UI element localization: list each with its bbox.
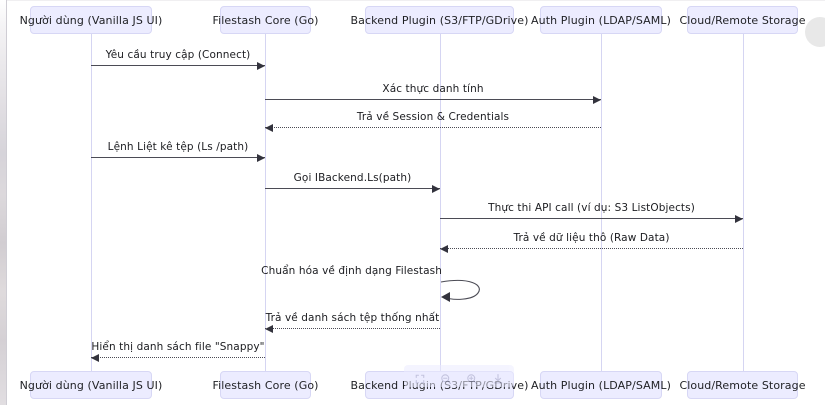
participant-auth-top[interactable]: Auth Plugin (LDAP/SAML) — [531, 6, 671, 34]
lifeline-cloud — [743, 34, 744, 371]
lifeline-core — [265, 34, 266, 371]
message-line — [265, 328, 440, 329]
participant-cloud-bottom[interactable]: Cloud/Remote Storage — [679, 371, 805, 399]
participant-core-top[interactable]: Filestash Core (Go) — [212, 6, 318, 34]
message-line — [91, 157, 265, 158]
message-arrowhead — [432, 184, 440, 193]
message-line — [91, 65, 265, 66]
zoom-out-icon[interactable] — [440, 370, 452, 385]
message-label: Thực thi API call (ví dụ: S3 ListObjects… — [488, 202, 695, 214]
message-label: Chuẩn hóa về định dạng Filestash — [261, 265, 442, 277]
message-arrowhead — [440, 244, 448, 253]
participant-label: Auth Plugin (LDAP/SAML) — [531, 378, 671, 392]
lifeline-user — [91, 34, 92, 371]
message-label: Trả về Session & Credentials — [356, 111, 510, 123]
participant-label: Backend Plugin (S3/FTP/GDrive) — [350, 13, 529, 27]
message-arrowhead — [593, 95, 601, 104]
message-label: Lệnh Liệt kê tệp (Ls /path) — [107, 141, 249, 153]
message-label: Gọi IBackend.Ls(path) — [293, 172, 412, 184]
reset-view-icon[interactable] — [414, 370, 426, 384]
message-label: Xác thực danh tính — [382, 83, 484, 95]
message-line — [91, 357, 265, 358]
message-label: Trả về danh sách tệp thống nhất — [265, 312, 440, 324]
corner-badge-circle — [805, 17, 825, 47]
message-line — [440, 248, 743, 249]
participant-label: Filestash Core (Go) — [212, 378, 319, 392]
participant-label: Người dùng (Vanilla JS UI) — [19, 13, 163, 27]
self-message-arrow — [440, 279, 480, 302]
left-edge-page-sliver — [0, 0, 7, 405]
message-arrowhead — [265, 123, 273, 132]
participant-user-top[interactable]: Người dùng (Vanilla JS UI) — [20, 6, 162, 34]
participant-core-bottom[interactable]: Filestash Core (Go) — [212, 371, 318, 399]
diagram-toolbar[interactable] — [404, 365, 514, 387]
participant-label: Cloud/Remote Storage — [679, 378, 806, 392]
message-line — [440, 218, 743, 219]
message-arrowhead — [257, 61, 265, 70]
participant-user-bottom[interactable]: Người dùng (Vanilla JS UI) — [20, 371, 162, 399]
lifeline-backend — [440, 34, 441, 371]
message-arrowhead — [735, 214, 743, 223]
message-label: Trả về dữ liệu thô (Raw Data) — [513, 232, 670, 244]
message-line — [265, 188, 440, 189]
zoom-in-icon[interactable] — [466, 370, 478, 385]
participant-label: Filestash Core (Go) — [212, 13, 319, 27]
message-label: Hiển thị danh sách file "Snappy" — [91, 341, 265, 353]
lifeline-auth — [601, 34, 602, 371]
participant-label: Auth Plugin (LDAP/SAML) — [531, 13, 671, 27]
message-line — [265, 99, 601, 100]
message-arrowhead — [91, 353, 99, 362]
participant-auth-bottom[interactable]: Auth Plugin (LDAP/SAML) — [531, 371, 671, 399]
download-icon[interactable] — [492, 370, 504, 384]
participant-label: Cloud/Remote Storage — [679, 13, 806, 27]
message-line — [265, 127, 601, 128]
left-edge-divider — [6, 0, 7, 405]
participant-cloud-top[interactable]: Cloud/Remote Storage — [679, 6, 805, 34]
message-arrowhead — [257, 153, 265, 162]
participant-label: Người dùng (Vanilla JS UI) — [19, 378, 163, 392]
top-hairline — [7, 0, 825, 1]
message-label: Yêu cầu truy cập (Connect) — [105, 49, 251, 61]
participant-backend-top[interactable]: Backend Plugin (S3/FTP/GDrive) — [351, 6, 528, 34]
message-arrowhead — [265, 324, 273, 333]
